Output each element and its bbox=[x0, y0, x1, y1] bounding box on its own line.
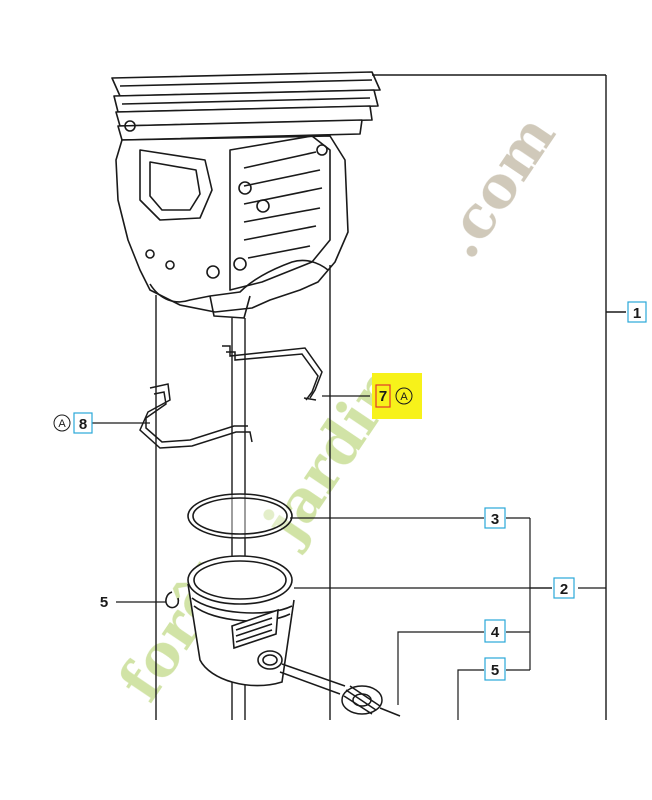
piston-ring bbox=[187, 493, 293, 539]
circlip bbox=[165, 591, 180, 609]
marker-a-8: A bbox=[58, 418, 66, 430]
callout-3[interactable]: 3 bbox=[484, 507, 506, 529]
marker-a-7: A bbox=[400, 391, 408, 403]
wire-bracket-7 bbox=[222, 345, 323, 401]
callout-7[interactable]: 7 A bbox=[375, 384, 413, 408]
callout-5-right[interactable]: 5 bbox=[484, 657, 506, 681]
callout-8-label: 8 bbox=[79, 416, 87, 433]
callout-1-label: 1 bbox=[633, 305, 641, 322]
callout-1[interactable]: 1 bbox=[627, 301, 647, 323]
callout-7-label: 7 bbox=[379, 388, 387, 405]
callout-3-label: 3 bbox=[491, 511, 499, 528]
needle-bearing bbox=[279, 663, 401, 717]
wire-bracket-8 bbox=[139, 383, 253, 449]
piston bbox=[187, 555, 295, 687]
cylinder bbox=[111, 71, 381, 319]
callout-2-label: 2 bbox=[560, 581, 568, 598]
callout-5-left-label[interactable]: 5 bbox=[100, 594, 108, 611]
highlight-item-7 bbox=[372, 373, 422, 419]
callout-4-label: 4 bbox=[491, 624, 500, 641]
watermark-text-grey: .com bbox=[425, 103, 568, 270]
callout-2[interactable]: 2 bbox=[553, 577, 575, 599]
leader-lines bbox=[92, 395, 606, 720]
callout-8[interactable]: A 8 bbox=[53, 412, 93, 434]
callout-5-right-label: 5 bbox=[491, 662, 499, 679]
callout-4[interactable]: 4 bbox=[484, 619, 506, 643]
